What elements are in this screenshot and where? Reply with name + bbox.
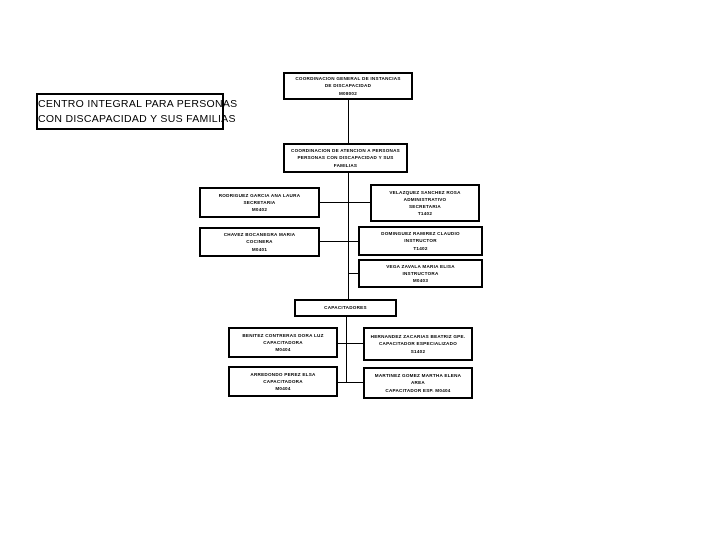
node-line-2: SECRETARIA — [243, 199, 276, 206]
node-line-1: RODRIGUEZ GARCIA ANA LAURA — [218, 192, 301, 198]
node-line-3: SECRETARIA — [408, 203, 442, 210]
node-secretaria[interactable]: RODRIGUEZ GARCIA ANA LAURA SECRETARIA M0… — [199, 187, 320, 218]
connector-to-admin — [348, 202, 370, 203]
connector-to-capacitador3 — [338, 382, 346, 383]
node-line-1: COORDINACION GENERAL DE INSTANCIAS — [295, 76, 401, 82]
node-line-1: DOMINGUEZ RAMIREZ CLAUDIO — [381, 230, 460, 237]
node-line-4: T1402 — [417, 210, 433, 217]
node-instructor[interactable]: DOMINGUEZ RAMIREZ CLAUDIO INSTRUCTOR T14… — [358, 226, 483, 256]
node-line-3: M08002 — [338, 90, 358, 96]
node-line-3: M0402 — [251, 206, 268, 213]
node-line-1: COORDINACION DE ATENCION A PERSONAS — [291, 147, 400, 154]
node-coordinacion-atencion[interactable]: COORDINACION DE ATENCION A PERSONAS PERS… — [283, 143, 408, 173]
node-capacitadora-1[interactable]: BENITEZ CONTRERAS DORA LUZ CAPACITADORA … — [228, 327, 338, 358]
node-capacitadora-2[interactable]: ARREDONDO PEREZ ELSA CAPACITADORA M0404 — [228, 366, 338, 397]
connector-main-spine-lower — [346, 317, 347, 383]
node-line-3: M0403 — [412, 277, 429, 284]
node-line-1: VEGA ZAVALA MARIA ELISA — [386, 263, 455, 269]
page-title-line-1: CENTRO INTEGRAL PARA PERSONAS — [38, 97, 238, 110]
node-capacitadores-header[interactable]: CAPACITADORES — [294, 299, 397, 317]
connector-to-instructor — [348, 241, 358, 242]
node-line-3: M0404 — [275, 385, 291, 392]
node-line-2: DE DISCAPACIDAD — [324, 83, 372, 89]
connector-main-spine-upper — [348, 173, 349, 299]
connector-head-to-coordination — [348, 100, 349, 143]
node-line-1: CHAVEZ BOCANEGRA MARIA — [223, 231, 296, 238]
node-line-3: FAMILIAS — [333, 162, 358, 168]
node-line-2: INSTRUCTOR — [404, 238, 437, 244]
node-instructora[interactable]: VEGA ZAVALA MARIA ELISA INSTRUCTORA M040… — [358, 259, 483, 288]
node-line-3: M0401 — [251, 246, 268, 252]
node-line-2: ADMINISTRATIVO — [403, 196, 447, 202]
connector-to-capacitador4 — [346, 382, 363, 383]
connector-to-cocinera — [320, 241, 348, 242]
connector-to-secretaria — [320, 202, 348, 203]
node-line-3: CAPACITADOR ESP. M0404 — [385, 387, 451, 393]
node-administrativo-secretaria[interactable]: VELAZQUEZ SANCHEZ ROSA ADMINISTRATIVO SE… — [370, 184, 480, 222]
connector-to-capacitador2 — [346, 343, 363, 344]
node-line-2: COCINERA — [246, 239, 273, 245]
node-line-1: CAPACITADORES — [324, 305, 367, 311]
page-title-box: CENTRO INTEGRAL PARA PERSONAS CON DISCAP… — [36, 93, 238, 130]
node-line-3: T1402 — [413, 245, 428, 251]
node-cocinera[interactable]: CHAVEZ BOCANEGRA MARIA COCINERA M0401 — [199, 227, 320, 257]
connector-to-instructora — [348, 273, 358, 274]
node-line-1: BENITEZ CONTRERAS DORA LUZ — [242, 332, 324, 338]
node-coordinacion-general[interactable]: COORDINACION GENERAL DE INSTANCIAS DE DI… — [283, 72, 413, 100]
node-line-1: ARREDONDO PEREZ ELSA — [250, 371, 316, 377]
node-capacitador-especializado-2[interactable]: MARTINEZ GOMEZ MARTHA ELENA AREA CAPACIT… — [363, 367, 473, 399]
node-line-1: HERNANDEZ ZACARIAS BEATRIZ GPE. — [370, 333, 466, 340]
node-line-2: AREA — [410, 380, 426, 386]
node-line-2: CAPACITADORA — [263, 339, 303, 346]
node-line-3: S1402 — [410, 348, 426, 354]
node-line-2: CAPACITADOR ESPECIALIZADO — [378, 341, 458, 347]
node-line-1: MARTINEZ GOMEZ MARTHA ELENA — [374, 372, 462, 379]
node-line-2: CAPACITADORA — [263, 378, 303, 385]
node-capacitador-especializado-1[interactable]: HERNANDEZ ZACARIAS BEATRIZ GPE. CAPACITA… — [363, 327, 473, 361]
node-line-1: VELAZQUEZ SANCHEZ ROSA — [389, 189, 461, 195]
node-line-2: INSTRUCTORA — [402, 270, 439, 277]
page-title-line-2: CON DISCAPACIDAD Y SUS FAMILIAS — [38, 112, 236, 125]
node-line-3: M0404 — [275, 346, 291, 353]
node-line-2: PERSONAS CON DISCAPACIDAD Y SUS — [297, 155, 394, 161]
connector-to-capacitador1 — [338, 343, 346, 344]
